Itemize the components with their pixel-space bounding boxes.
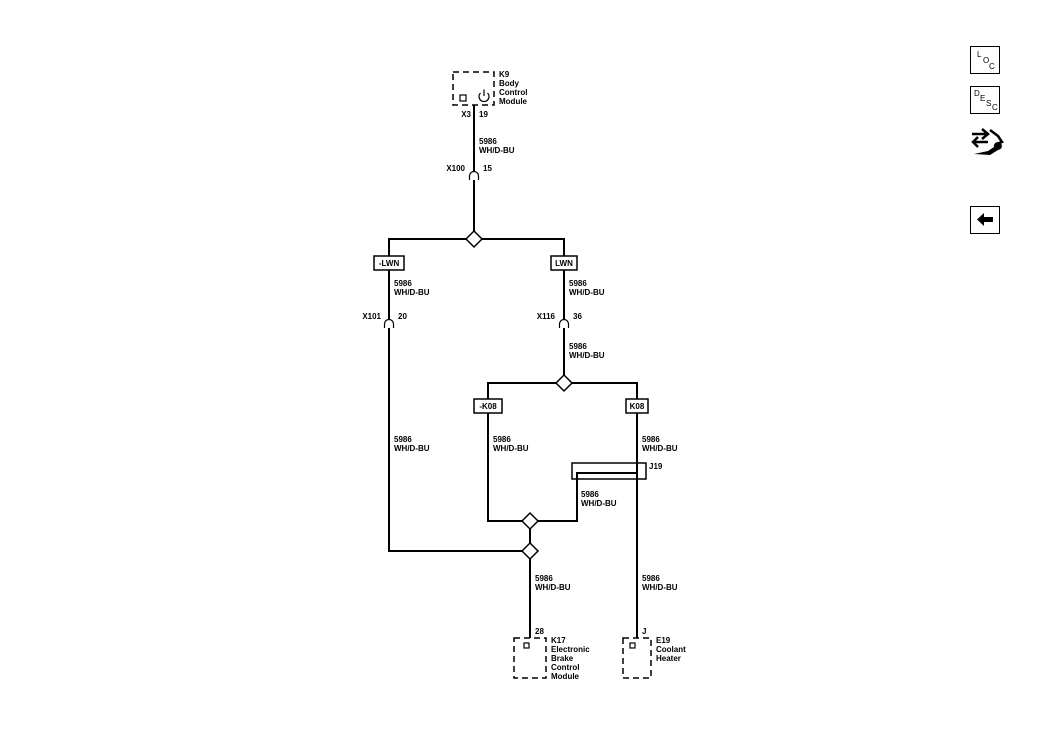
wire-label-circuit: 5986 (569, 279, 587, 288)
option-k08[interactable]: K08 (625, 398, 649, 414)
navigation-wrench-icon[interactable] (968, 124, 1004, 160)
ground-symbol-icon (459, 94, 467, 102)
wire-label-color: WH/D-BU (493, 444, 529, 453)
splice-middle (554, 373, 574, 393)
x116-connector[interactable]: X116 36 (537, 312, 583, 328)
splice-lower-1 (520, 511, 540, 531)
wire-label-circuit: 5986 (535, 574, 553, 583)
wire-label-circuit: 5986 (642, 574, 660, 583)
loc-letter-l: L (977, 50, 982, 59)
desc-letter-c: C (992, 103, 998, 112)
svg-text:K08: K08 (630, 402, 645, 411)
k9-label-3: Module (499, 97, 528, 106)
power-icon (478, 89, 490, 103)
loc-letter-c: C (989, 62, 995, 71)
wire-label-circuit: 5986 (493, 435, 511, 444)
wire-label-circuit: 5986 (642, 435, 660, 444)
wire-label-color: WH/D-BU (642, 583, 678, 592)
x100-pin: 15 (483, 164, 492, 173)
wire-label-circuit: 5986 (394, 279, 412, 288)
x101-id: X101 (362, 312, 381, 321)
k17-pin: 28 (535, 627, 544, 636)
option-neg-k08[interactable]: -K08 (473, 398, 503, 414)
svg-text:LWN: LWN (555, 259, 573, 268)
wire-mid-right-branch (571, 382, 638, 399)
e19-label-2: Heater (656, 654, 681, 663)
k9-id: K9 (499, 70, 510, 79)
option-lwn[interactable]: LWN (550, 255, 578, 271)
back-arrow-icon (977, 213, 993, 226)
back-button[interactable] (970, 206, 1000, 234)
option-neg-lwn[interactable]: -LWN (373, 255, 405, 271)
x116-id: X116 (537, 312, 556, 321)
splice-lower-2 (520, 541, 540, 561)
k17-id: K17 (551, 636, 566, 645)
wire-x101-lower-splice (388, 328, 523, 552)
wire-top-right-branch (481, 238, 565, 256)
wire-label-circuit: 5986 (394, 435, 412, 444)
e19-module[interactable]: J E19 Coolant Heater (622, 627, 686, 679)
k9-module[interactable]: K9 Body Control Module X3 19 (452, 70, 528, 119)
ground-symbol-icon (629, 642, 636, 649)
k17-label-1: Electronic (551, 645, 590, 654)
wire-labels: 5986 WH/D-BU 5986 WH/D-BU 5986 WH/D-BU 5… (394, 137, 678, 592)
k9-pin: 19 (479, 110, 488, 119)
wire-network (388, 105, 638, 638)
x100-id: X100 (446, 164, 465, 173)
wire-label-color: WH/D-BU (394, 288, 430, 297)
splice-top (464, 229, 484, 249)
wire-k08-neg-splice (487, 413, 523, 522)
wire-label-color: WH/D-BU (642, 444, 678, 453)
x101-connector[interactable]: X101 20 (362, 312, 407, 328)
k9-label-2: Control (499, 88, 527, 97)
svg-text:-LWN: -LWN (379, 259, 400, 268)
e19-pin: J (642, 627, 646, 636)
wire-label-circuit: 5986 (569, 342, 587, 351)
wire-top-left-branch (388, 238, 467, 256)
wire-label-color: WH/D-BU (479, 146, 515, 155)
k9-connector: X3 (461, 110, 471, 119)
desc-letter-e: E (980, 94, 986, 103)
description-button[interactable]: D E S C (970, 86, 1000, 114)
x100-connector[interactable]: X100 15 (446, 164, 492, 180)
k9-label-1: Body (499, 79, 520, 88)
ground-symbol-icon (523, 642, 530, 649)
k17-label-2: Brake (551, 654, 574, 663)
x101-pin: 20 (398, 312, 407, 321)
e19-label-1: Coolant (656, 645, 686, 654)
wire-j19-return (537, 472, 637, 522)
svg-text:-K08: -K08 (479, 402, 497, 411)
loc-letter-o: O (983, 56, 990, 65)
e19-id: E19 (656, 636, 671, 645)
wire-label-color: WH/D-BU (535, 583, 571, 592)
wire-label-color: WH/D-BU (394, 444, 430, 453)
wire-mid-left-branch (487, 382, 557, 399)
wire-label-color: WH/D-BU (569, 351, 605, 360)
desc-letter-d: D (974, 89, 980, 98)
wire-label-color: WH/D-BU (581, 499, 617, 508)
wire-label-circuit: 5986 (581, 490, 599, 499)
desc-letter-s: S (986, 99, 992, 108)
x116-pin: 36 (573, 312, 582, 321)
k17-label-3: Control (551, 663, 579, 672)
j19-splice-pack[interactable]: J19 (571, 462, 663, 480)
location-button[interactable]: L O C (970, 46, 1000, 74)
k17-label-4: Module (551, 672, 580, 681)
wire-label-circuit: 5986 (479, 137, 497, 146)
wire-label-color: WH/D-BU (569, 288, 605, 297)
j19-id: J19 (649, 462, 663, 471)
k17-module[interactable]: 28 K17 Electronic Brake Control Module (513, 627, 590, 681)
